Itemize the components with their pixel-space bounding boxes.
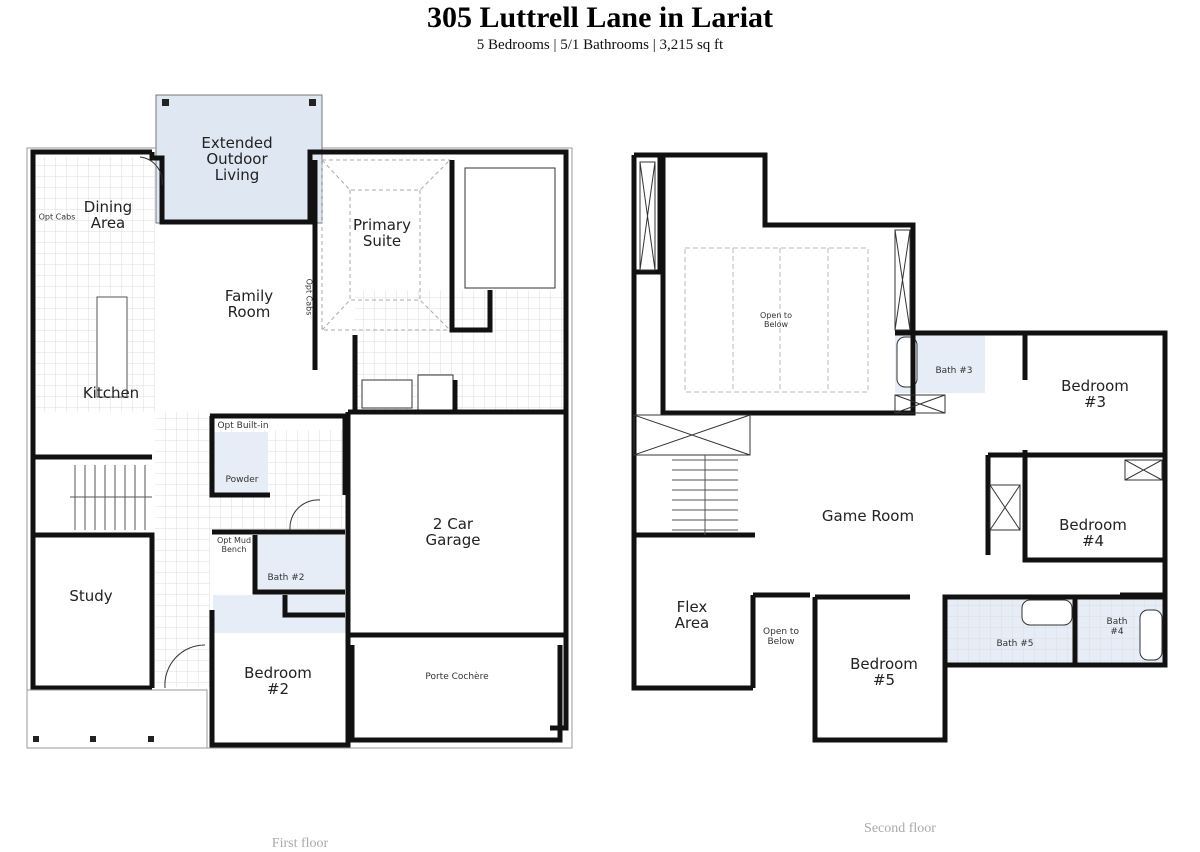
room-bedroom-2: Bedroom #2 [244, 664, 312, 698]
first-floor-caption: First floor [271, 836, 329, 851]
room-kitchen: Kitchen [82, 384, 140, 402]
page-title: 305 Luttrell Lane in Lariat [426, 1, 774, 34]
room-study: Study [69, 587, 113, 605]
room-game-room: Game Room [821, 507, 915, 525]
room-flex-area: Flex Area [674, 598, 710, 632]
open-to-below-label: Open to Below [760, 311, 792, 329]
room-2-car-garage: 2 Car Garage [425, 515, 481, 549]
kitchen-tile [35, 157, 155, 412]
first-floor-plan [26, 94, 573, 749]
opt-cabs-kitchen-label: Opt Cabs [38, 212, 76, 222]
room-bath-4: Bath #4 [1106, 617, 1128, 637]
room-bedroom-5: Bedroom #5 [850, 655, 918, 689]
room-porte-cochere: Porte Cochère [425, 672, 489, 682]
room-bath-5: Bath #5 [996, 639, 1034, 649]
opt-cabs-family-label: Opt Cabs [304, 278, 314, 316]
page-subtitle: 5 Bedrooms | 5/1 Bathrooms | 3,215 sq ft [476, 37, 724, 53]
open-to-below-label-2: Open to Below [763, 627, 799, 647]
second-floor-caption: Second floor [864, 821, 936, 836]
room-bath-3: Bath #3 [935, 366, 973, 376]
second-floor-plan [70, 152, 1168, 743]
room-family-room: Family Room [224, 287, 274, 321]
room-extended-outdoor-living: Extended Outdoor Living [201, 134, 273, 184]
room-primary-suite: Primary Suite [353, 216, 411, 250]
room-bedroom-4: Bedroom #4 [1059, 516, 1127, 550]
room-bedroom-3: Bedroom #3 [1061, 377, 1129, 411]
room-bath-2: Bath #2 [267, 573, 305, 583]
room-dining-area: Dining Area [83, 198, 133, 232]
opt-built-in-label: Opt Built-in [217, 421, 269, 431]
room-powder: Powder [225, 475, 259, 485]
opt-mud-bench-label: Opt Mud Bench [216, 536, 252, 554]
